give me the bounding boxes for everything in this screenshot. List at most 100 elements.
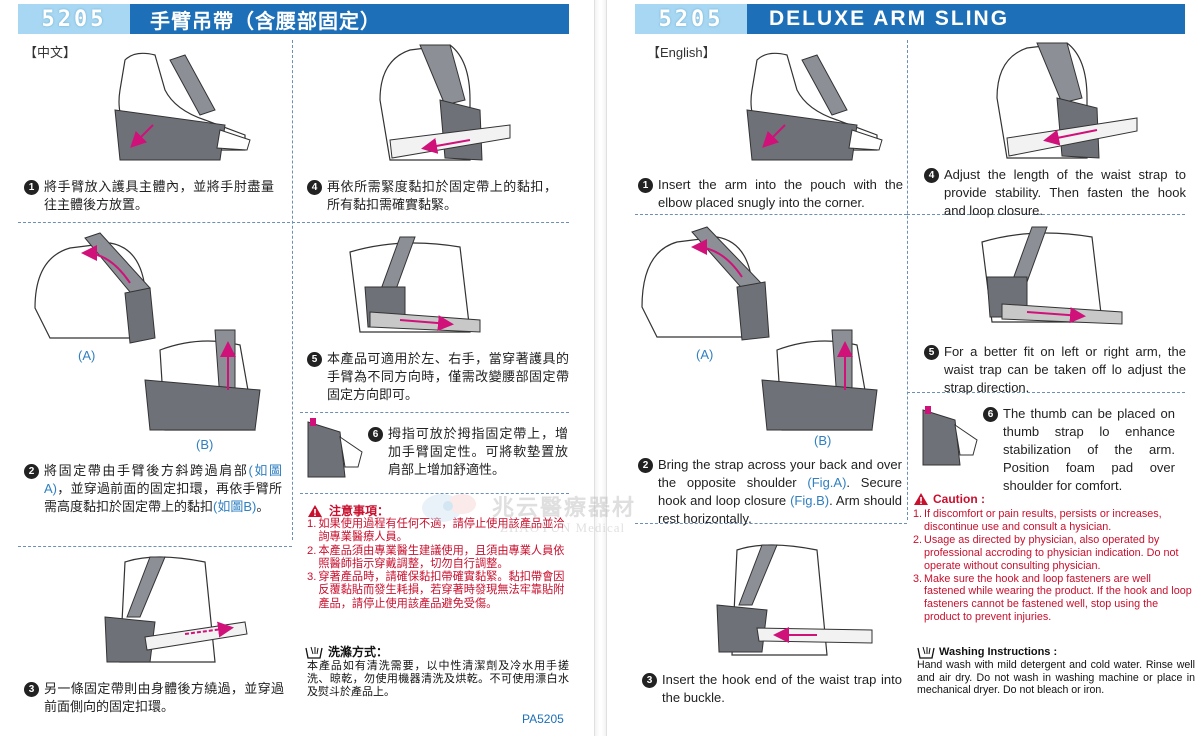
hand-wash-icon	[305, 646, 323, 659]
step-text: 將手臂放入護具主體內，並將手肘盡量往主體後方放置。	[44, 179, 274, 212]
caution-text: 本產品須由專業醫生建議使用，且須由專業人員依照醫師指示穿戴調整，切勿自行調整。	[318, 544, 565, 570]
figure-label-a: (A)	[696, 347, 714, 362]
row-divider	[907, 392, 1185, 393]
caution-text: If discomfort or pain results, persists …	[924, 508, 1162, 533]
caution-item: 3.Make sure the hook and loop fasteners …	[913, 573, 1193, 625]
step-1: 1 將手臂放入護具主體內，並將手肘盡量往主體後方放置。	[24, 178, 274, 214]
step-text: 本產品可適用於左、右手，當穿著護具的手臂為不同方向時，僅需改變腰部固定帶固定方向…	[327, 351, 569, 402]
english-header: 5205 DELUXE ARM SLING	[635, 4, 1185, 34]
caution-item: 3.穿著產品時，請確保黏扣帶確實黏緊。黏扣帶會因反覆黏貼而發生耗損，若穿著時發現…	[307, 571, 569, 611]
step-number: 4	[307, 180, 322, 195]
caution-item: 2.Usage as directed by physician, also o…	[913, 534, 1193, 573]
illustration-waist-strap-direction	[349, 236, 481, 333]
illustration-waist-strap-buckle	[716, 544, 873, 656]
illustration-sling-secured	[761, 329, 878, 431]
step-number: 4	[924, 168, 939, 183]
illustration-thumb-strap	[922, 406, 978, 466]
caution-text: Usage as directed by physician, also ope…	[924, 533, 1179, 572]
step-text: 拇指可放於拇指固定帶上，增加手臂固定性。可將軟墊置放肩部上增加舒適性。	[388, 426, 568, 477]
chinese-panel: 5205 手臂吊帶（含腰部固定） 【中文】 1 將手臂放入護具主體內，並將手肘盡…	[0, 0, 594, 736]
figure-reference-b: (如圖B)	[213, 499, 257, 514]
illustration-sling-secured	[144, 329, 261, 431]
step-text-part: . Arm should rest horizontally.	[658, 493, 902, 526]
step-number: 2	[638, 458, 653, 473]
figure-reference-b: (Fig.B)	[790, 493, 830, 508]
illustration-waist-strap-fasten	[379, 44, 511, 161]
step-6: 6 The thumb can be placed on thumb strap…	[983, 405, 1175, 495]
illustration-waist-strap-buckle	[104, 556, 248, 663]
caution-item: 2.本產品須由專業醫生建議使用，且須由專業人員依照醫師指示穿戴調整，切勿自行調整…	[307, 545, 569, 572]
hand-wash-icon	[917, 646, 935, 659]
caution-list: 1.如果使用過程有任何不適，請停止使用該產品並洽詢專業醫療人員。 2.本產品須由…	[307, 518, 569, 611]
step-number: 5	[307, 352, 322, 367]
caution-number: 2.	[307, 544, 317, 557]
caution-item: 1.If discomfort or pain results, persist…	[913, 508, 1193, 534]
step-number: 6	[368, 427, 383, 442]
row-divider	[635, 523, 907, 524]
caution-number: 1.	[913, 508, 923, 520]
step-text-part: ，並穿過前面的固定扣環，再依手臂所需高度黏扣於固定帶上的黏扣	[44, 481, 282, 514]
step-text-part: 將固定帶由手臂後方斜跨過肩部	[44, 463, 249, 478]
step-text-part: . Secure hook and loop closure	[658, 475, 902, 508]
watermark-chinese: 兆云醫療器材	[492, 495, 637, 520]
caution-number: 3.	[913, 572, 923, 585]
washing-title: 洗滌方式：	[328, 645, 389, 659]
illustration-strap-over-shoulder	[34, 232, 156, 344]
washing-text: 本產品如有清洗需要，以中性清潔劑及冷水用手搓洗、晾乾，勿使用機器清洗及烘乾。不可…	[307, 660, 569, 698]
caution-heading: 注意事項：	[307, 502, 389, 519]
caution-number: 2.	[913, 533, 923, 546]
language-label: 【中文】	[24, 45, 77, 60]
row-divider	[635, 214, 907, 215]
page-gutter	[594, 0, 607, 736]
step-text: Bring the strap across your back and ove…	[658, 456, 902, 528]
caution-heading: Caution :	[913, 492, 985, 506]
caution-text: 如果使用過程有任何不適，請停止使用該產品並洽詢專業醫療人員。	[318, 518, 565, 544]
product-code: 5205	[635, 4, 747, 34]
figure-reference-a: (Fig.A)	[807, 475, 847, 490]
step-4: 4 再依所需緊度黏扣於固定帶上的黏扣，所有黏扣需確實黏緊。	[307, 178, 557, 214]
caution-title: 注意事項：	[329, 504, 390, 518]
illustration-waist-strap-direction	[981, 226, 1123, 325]
row-divider	[18, 222, 569, 223]
illustration-thumb-strap	[307, 418, 363, 478]
step-number: 3	[642, 673, 657, 688]
step-number: 1	[24, 180, 39, 195]
illustration-strap-over-shoulder	[641, 226, 770, 341]
step-text-part: 。	[256, 499, 270, 514]
step-text: The thumb can be placed on thumb strap l…	[1003, 406, 1175, 493]
caution-text: Make sure the hook and loop fasteners ar…	[924, 572, 1192, 624]
figure-label-a: (A)	[78, 348, 96, 363]
row-divider	[907, 214, 1185, 215]
illustration-arm-in-pouch	[114, 52, 251, 161]
figure-label-b: (B)	[196, 437, 214, 452]
step-3: 3 Insert the hook end of the waist trap …	[642, 671, 902, 707]
caution-text: 穿著產品時，請確保黏扣帶確實黏緊。黏扣帶會因反覆黏貼而發生耗損，若穿著時發現無法…	[318, 571, 565, 610]
column-divider	[907, 40, 908, 520]
caution-number: 3.	[307, 571, 317, 584]
step-6: 6 拇指可放於拇指固定帶上，增加手臂固定性。可將軟墊置放肩部上增加舒適性。	[368, 425, 568, 479]
row-divider	[300, 412, 569, 413]
watermark-english: ZHAOYUN Medical	[500, 520, 626, 535]
step-5: 5 For a better fit on left or right arm,…	[924, 343, 1186, 397]
column-divider	[292, 40, 293, 540]
step-3: 3 另一條固定帶則由身體後方繞過，並穿過前面側向的固定扣環。	[24, 680, 284, 716]
english-panel: 5205 DELUXE ARM SLING 【English】 1 Insert…	[607, 0, 1201, 736]
caution-number: 1.	[307, 518, 317, 530]
figure-reference-a: (如圖A)	[44, 463, 282, 496]
product-title: 手臂吊帶（含腰部固定）	[130, 4, 569, 34]
caution-list: 1.If discomfort or pain results, persist…	[913, 508, 1193, 624]
step-5: 5 本產品可適用於左、右手，當穿著護具的手臂為不同方向時，僅需改變腰部固定帶固定…	[307, 350, 569, 404]
step-text: Insert the hook end of the waist trap in…	[662, 672, 902, 705]
product-code: 5205	[18, 4, 130, 34]
step-text: 另一條固定帶則由身體後方繞過，並穿過前面側向的固定扣環。	[44, 681, 284, 714]
warning-icon	[914, 493, 928, 505]
illustration-arm-in-pouch	[746, 52, 883, 161]
product-title: DELUXE ARM SLING	[747, 4, 1185, 34]
step-number: 5	[924, 345, 939, 360]
chinese-header: 5205 手臂吊帶（含腰部固定）	[18, 4, 569, 34]
step-number: 2	[24, 464, 39, 479]
washing-text: Hand wash with mild detergent and cold w…	[917, 659, 1195, 697]
watermark-logo	[422, 494, 476, 522]
step-text: Insert the arm into the pouch with the e…	[658, 177, 903, 210]
step-number: 3	[24, 682, 39, 697]
